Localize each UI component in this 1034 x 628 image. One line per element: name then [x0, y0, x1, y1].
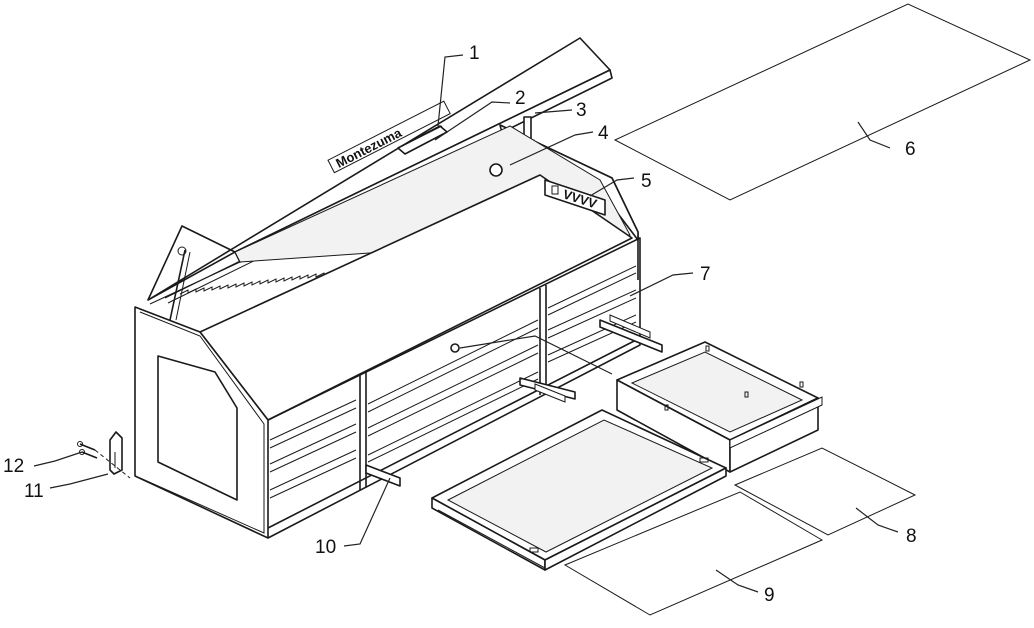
callout-1: 1	[469, 43, 480, 64]
callout-labels: 1 2 3 4 5 6 7 8 9 10 11 12	[3, 43, 917, 606]
grommet-hole	[489, 163, 503, 177]
shallow-drawer	[431, 409, 727, 571]
callout-6: 6	[905, 139, 916, 160]
callout-3: 3	[576, 100, 587, 121]
callout-9: 9	[764, 585, 775, 606]
callout-11: 11	[24, 481, 44, 502]
mounting-bracket	[109, 431, 123, 475]
part6-sheet	[613, 3, 1032, 201]
part8-sheet	[733, 447, 917, 536]
part9-sheet	[563, 491, 824, 616]
callout-8: 8	[906, 526, 917, 547]
callout-4: 4	[598, 123, 609, 144]
lock-cylinder	[450, 343, 460, 353]
callout-5: 5	[641, 171, 652, 192]
callout-12: 12	[3, 456, 24, 477]
screws	[77, 441, 131, 479]
callout-2: 2	[515, 88, 526, 109]
slide-rails-extended	[365, 314, 663, 487]
callout-10: 10	[315, 537, 336, 558]
gas-strut-left	[169, 246, 191, 321]
leader-lines	[33, 54, 899, 593]
deep-drawer	[616, 341, 823, 473]
callout-7: 7	[700, 264, 711, 285]
